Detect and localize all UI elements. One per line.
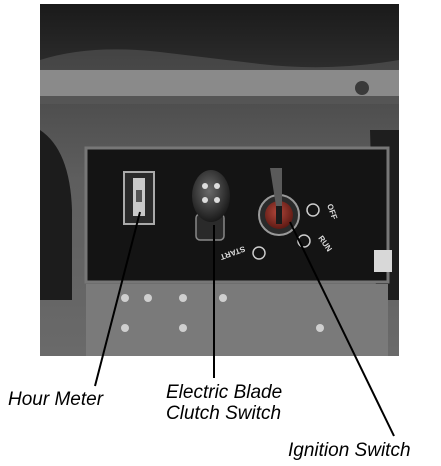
frame-bolt: [355, 81, 369, 95]
ignition-key-slot: [276, 206, 282, 224]
blade-clutch-label-line2: Clutch Switch: [166, 403, 282, 424]
ignition-key: [270, 168, 282, 206]
housing-bolt: [121, 324, 129, 332]
hour-meter-label: Hour Meter: [8, 389, 104, 410]
run-position-icon: [297, 234, 311, 248]
housing-bolt: [219, 294, 227, 302]
housing-bolt: [144, 294, 152, 302]
hour-meter-digits: [136, 190, 142, 202]
hour-meter-leader: [94, 211, 141, 387]
ignition-switch-leader: [289, 221, 395, 437]
clutch-switch-knob: [192, 170, 230, 222]
clutch-knob-dot: [202, 197, 208, 203]
lower-housing: [86, 284, 388, 356]
blade-clutch-label-line1: Electric Blade: [166, 382, 283, 403]
warning-decal: [374, 250, 392, 272]
frame-bar-shadow: [40, 96, 399, 104]
operator-seat: [40, 4, 399, 68]
equipment-photo: OFF RUN START: [40, 4, 399, 356]
housing-bolt: [121, 294, 129, 302]
housing-bolt: [316, 324, 324, 332]
clutch-knob-dot: [214, 183, 220, 189]
blade-clutch-label: Electric Blade Clutch Switch: [166, 382, 282, 424]
clutch-knob-dot: [202, 183, 208, 189]
frame-bar: [40, 70, 399, 96]
housing-bolt: [179, 294, 187, 302]
clutch-knob-dot: [214, 197, 220, 203]
start-position-icon: [252, 246, 266, 260]
ignition-switch-label: Ignition Switch: [288, 440, 411, 461]
off-position-icon: [306, 203, 320, 217]
housing-bolt: [179, 324, 187, 332]
left-cover: [40, 130, 72, 300]
